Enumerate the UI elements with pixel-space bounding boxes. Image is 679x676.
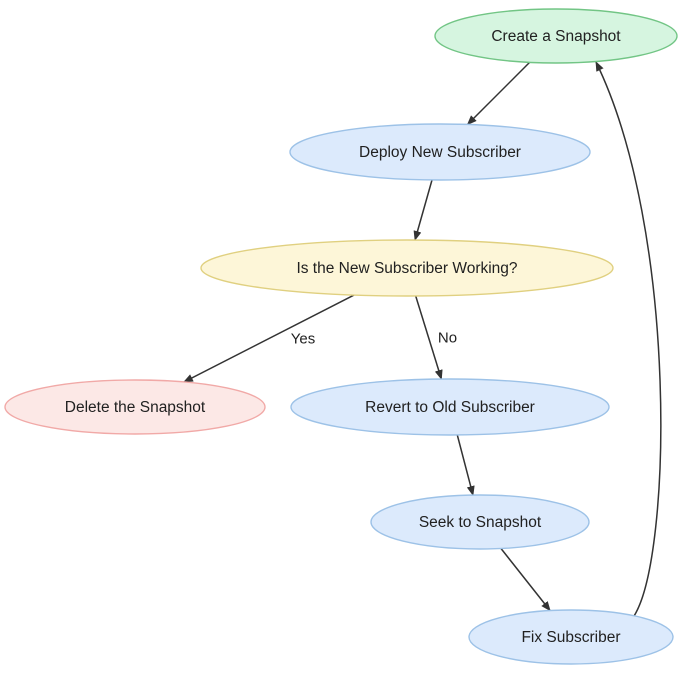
edge-label-is-new-subscriber-working-to-delete-the-snapshot: Yes: [291, 331, 315, 348]
edge-label-is-new-subscriber-working-to-revert-to-old-subscriber: No: [438, 330, 457, 347]
edge-is-new-subscriber-working-to-revert-to-old-subscriber: [414, 295, 443, 380]
node-shape-delete-the-snapshot: [4, 379, 266, 435]
node-is-new-subscriber-working: Is the New Subscriber Working?: [200, 239, 614, 297]
node-create-snapshot: Create a Snapshot: [434, 8, 678, 64]
edges-layer: [183, 61, 662, 617]
node-revert-to-old-subscriber: Revert to Old Subscriber: [290, 378, 610, 436]
edge-seek-to-snapshot-to-fix-subscriber: [500, 548, 551, 612]
node-shape-is-new-subscriber-working: [200, 239, 614, 297]
node-label-delete-the-snapshot: Delete the Snapshot: [65, 399, 206, 416]
edge-labels-layer: Yes No: [291, 330, 457, 348]
edge-is-new-subscriber-working-to-delete-the-snapshot: [183, 294, 355, 383]
node-shape-create-snapshot: [434, 8, 678, 64]
node-shape-seek-to-snapshot: [370, 494, 590, 550]
node-seek-to-snapshot: Seek to Snapshot: [370, 494, 590, 550]
node-delete-the-snapshot: Delete the Snapshot: [4, 379, 266, 435]
edge-fix-subscriber-to-create-snapshot: [595, 61, 662, 617]
node-deploy-new-subscriber: Deploy New Subscriber: [289, 123, 591, 181]
node-fix-subscriber: Fix Subscriber: [468, 609, 674, 665]
node-shape-fix-subscriber: [468, 609, 674, 665]
edge-create-snapshot-to-deploy-new-subscriber: [466, 61, 531, 126]
node-label-seek-to-snapshot: Seek to Snapshot: [419, 514, 542, 531]
node-label-create-snapshot: Create a Snapshot: [491, 28, 621, 45]
node-shape-revert-to-old-subscriber: [290, 378, 610, 436]
node-label-deploy-new-subscriber: Deploy New Subscriber: [359, 144, 521, 161]
edge-revert-to-old-subscriber-to-seek-to-snapshot: [456, 434, 475, 497]
edge-deploy-new-subscriber-to-is-new-subscriber-working: [413, 179, 433, 241]
node-shape-deploy-new-subscriber: [289, 123, 591, 181]
node-label-revert-to-old-subscriber: Revert to Old Subscriber: [365, 399, 535, 416]
node-label-is-new-subscriber-working: Is the New Subscriber Working?: [296, 260, 517, 277]
node-label-fix-subscriber: Fix Subscriber: [521, 629, 620, 646]
